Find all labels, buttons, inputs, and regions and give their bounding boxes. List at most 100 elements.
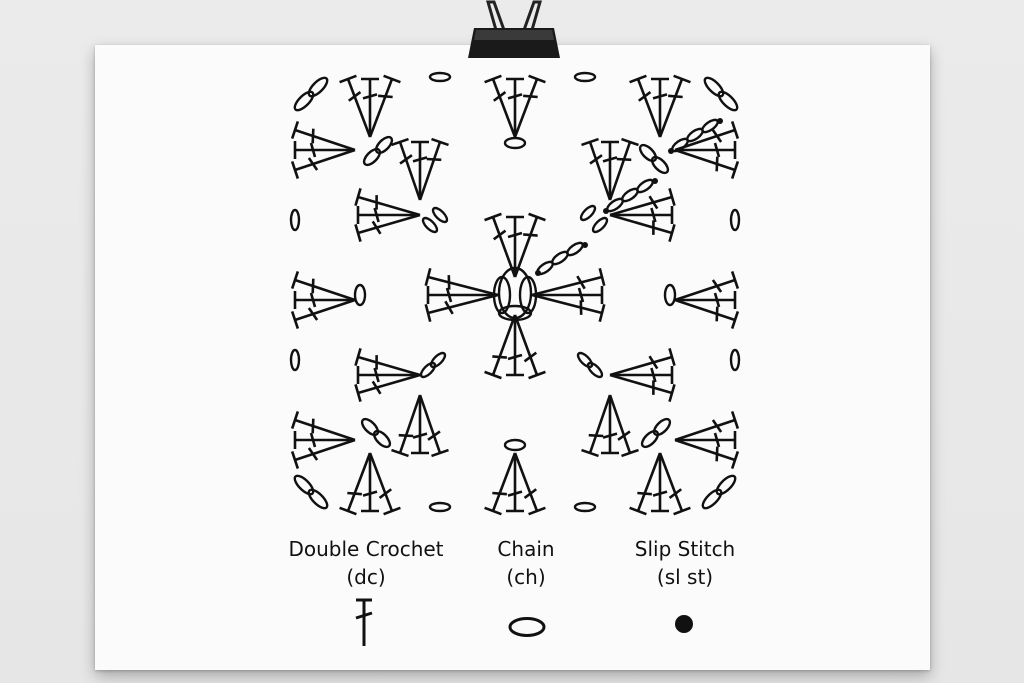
chain-stitch <box>503 136 527 150</box>
double-crochet-stitch <box>424 303 432 323</box>
double-crochet-stitch <box>371 220 382 235</box>
chain-stitch <box>591 216 609 234</box>
double-crochet-stitch <box>294 298 356 322</box>
double-crochet-stitch <box>673 506 691 516</box>
slip-stitch <box>582 242 588 248</box>
slip-stitch-icon <box>675 615 693 633</box>
double-crochet-stitch <box>484 370 502 380</box>
double-crochet-stitch <box>668 94 683 99</box>
double-crochet-stitch <box>427 430 441 441</box>
double-crochet-stitch <box>339 74 357 84</box>
double-crochet-stitch <box>484 506 502 516</box>
double-crochet-stitch <box>378 488 393 499</box>
double-crochet-stitch <box>346 452 372 512</box>
double-crochet-stitch <box>354 383 362 403</box>
double-crochet-stitch <box>531 293 603 315</box>
double-crochet-stitch <box>431 448 449 458</box>
double-crochet-stitch <box>491 216 517 278</box>
double-crochet-stitch <box>637 491 652 496</box>
double-crochet-stitch <box>588 141 612 201</box>
double-crochet-stitch <box>609 195 673 217</box>
double-crochet-stitch <box>531 275 603 297</box>
double-crochet-stitch <box>609 373 673 395</box>
legend-slip-stitch-name: Slip Stitch <box>634 537 736 561</box>
legend-chain: Chain (ch) <box>426 535 626 591</box>
double-crochet-stitch <box>668 223 676 243</box>
double-crochet-stitch <box>311 128 315 144</box>
double-crochet-stitch <box>602 156 618 163</box>
double-crochet-stitch <box>371 380 382 395</box>
double-crochet-stitch <box>339 506 357 516</box>
double-crochet-stitch <box>290 411 300 429</box>
double-crochet-stitch <box>621 448 639 458</box>
chain-icon <box>508 617 546 637</box>
double-crochet-stitch <box>576 275 586 290</box>
double-crochet-stitch <box>398 433 414 438</box>
double-crochet-stitch <box>373 367 380 383</box>
double-crochet-stitch <box>637 91 652 102</box>
double-crochet-stitch <box>307 447 319 461</box>
double-crochet-stitch <box>528 212 546 222</box>
chain-stitch <box>586 361 604 379</box>
double-crochet-stitch <box>648 355 659 370</box>
double-crochet-stitch <box>523 351 538 363</box>
double-crochet-stitch <box>290 311 300 329</box>
legend-slip-stitch: Slip Stitch (sl st) <box>585 535 785 591</box>
double-crochet-stitch <box>294 438 356 462</box>
double-crochet-stitch <box>713 292 721 308</box>
double-crochet-stitch <box>311 278 315 294</box>
slip-stitch <box>603 208 609 214</box>
double-crochet-stitch <box>362 490 378 497</box>
chain-stitch <box>573 501 597 513</box>
chain-stitch <box>638 143 658 163</box>
double-crochet-stitch <box>309 142 317 158</box>
double-crochet-stitch <box>368 452 394 512</box>
granny-square-chart <box>289 71 741 516</box>
double-crochet-stitch <box>598 267 606 287</box>
double-crochet-stitch <box>715 156 719 172</box>
double-crochet-stitch <box>431 137 449 147</box>
double-crochet-stitch <box>513 314 539 376</box>
double-crochet-stitch <box>668 488 683 499</box>
double-crochet-stitch <box>484 74 502 84</box>
double-crochet-stitch <box>674 148 736 172</box>
legend-chain-name: Chain <box>497 537 555 561</box>
double-crochet-stitch <box>513 452 539 512</box>
double-crochet-stitch <box>373 207 380 223</box>
double-crochet-stitch <box>658 78 684 138</box>
double-crochet-stitch <box>427 293 499 315</box>
double-crochet-stitch <box>492 491 507 496</box>
chain-stitch <box>636 178 654 194</box>
double-crochet-stitch <box>668 383 676 403</box>
double-crochet-stitch <box>609 355 673 377</box>
double-crochet-stitch <box>507 353 523 361</box>
chain-stitch <box>429 351 447 369</box>
double-crochet-stitch <box>507 231 523 239</box>
double-crochet-stitch <box>383 74 401 84</box>
double-crochet-stitch <box>602 432 618 439</box>
double-crochet-stitch <box>650 207 657 223</box>
double-crochet-stitch <box>713 142 721 158</box>
chain-stitch <box>566 241 584 257</box>
chain-stitch <box>701 488 723 510</box>
double-crochet-stitch <box>674 438 736 462</box>
double-crochet-stitch <box>290 121 300 139</box>
chain-stitch <box>640 429 660 449</box>
chain-stitch <box>431 206 449 224</box>
double-crochet-stitch <box>589 154 603 165</box>
chain-stitch <box>428 501 452 513</box>
double-crochet-stitch <box>713 432 721 448</box>
double-crochet-stitch <box>523 233 538 237</box>
chain-stitch <box>703 76 725 98</box>
double-crochet-stitch <box>492 355 507 359</box>
slip-stitch <box>668 148 674 154</box>
double-crochet-stitch <box>491 78 517 138</box>
chain-stitch <box>663 283 677 307</box>
chain-stitch <box>362 147 382 167</box>
double-crochet-stitch <box>674 298 736 322</box>
chain-stitch <box>579 204 597 222</box>
double-crochet-stitch <box>294 278 356 302</box>
double-crochet-stitch <box>730 451 740 469</box>
double-crochet-stitch <box>711 279 723 293</box>
double-crochet-stitch <box>588 433 604 438</box>
